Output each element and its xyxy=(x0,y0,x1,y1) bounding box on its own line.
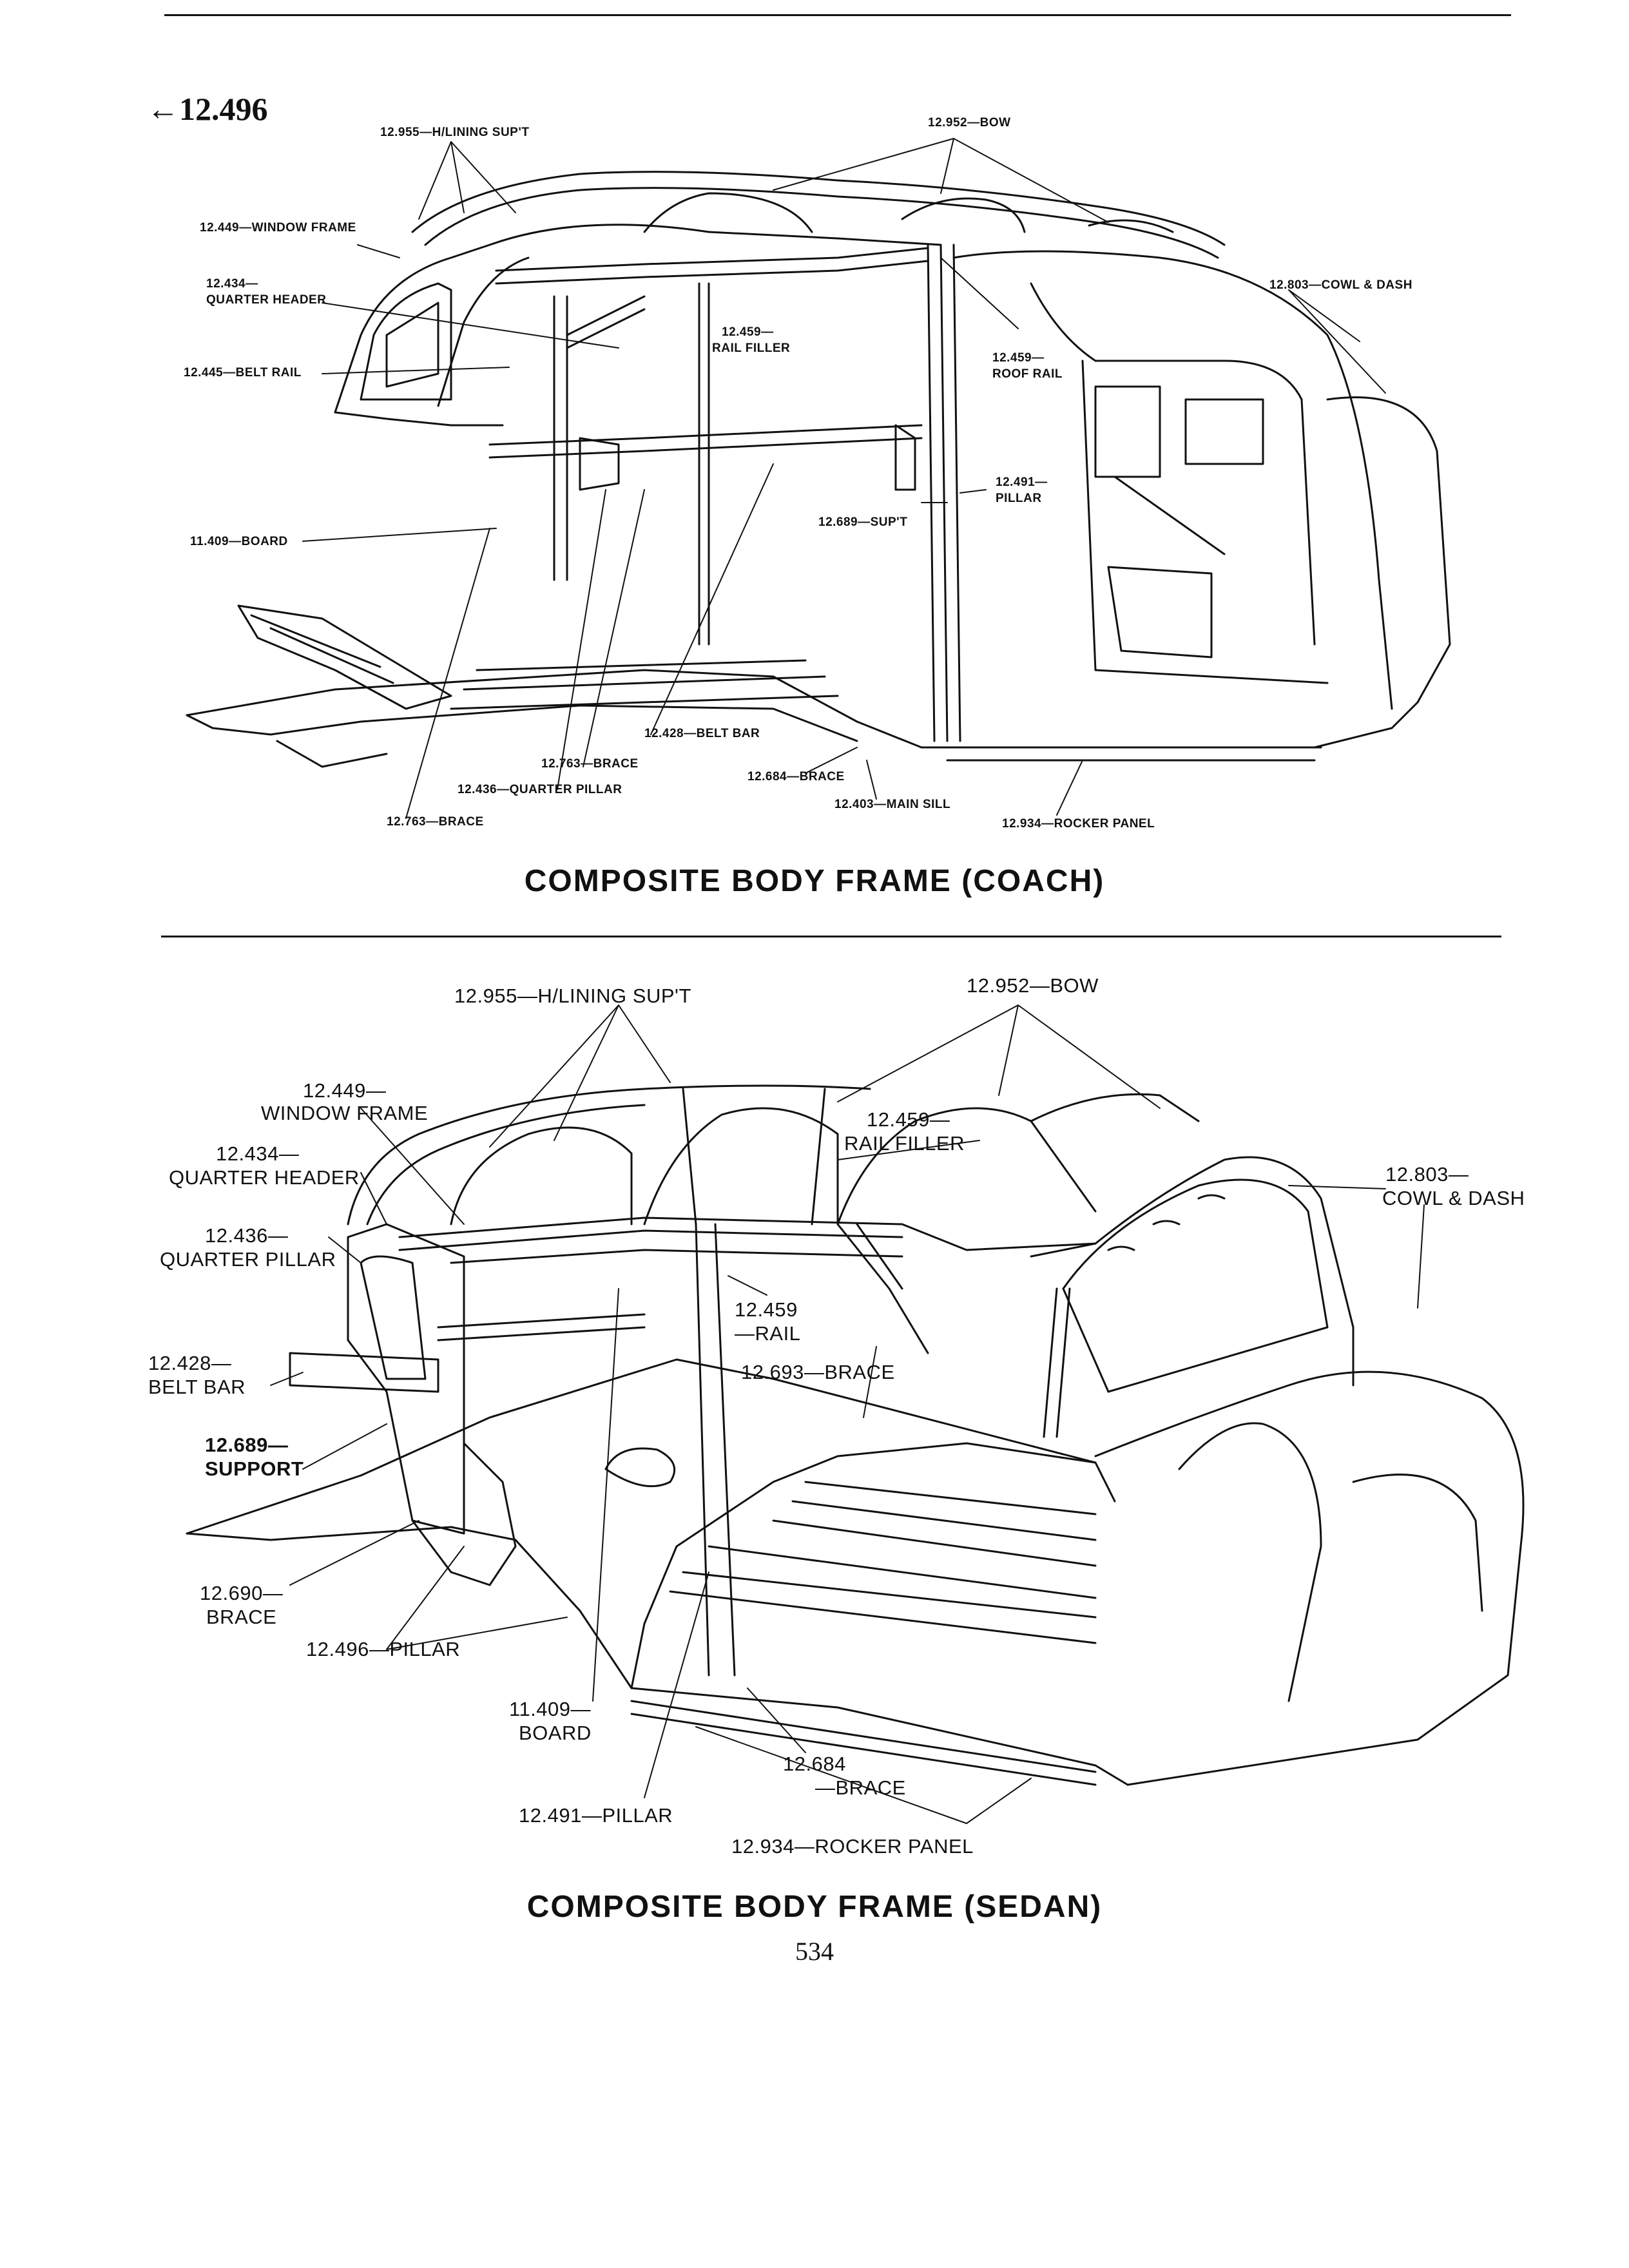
coach-label-belt-bar: 12.428—BELT BAR xyxy=(644,727,760,740)
coach-body-frame-drawing xyxy=(0,0,1629,915)
coach-label-roof-rail: ROOF RAIL xyxy=(992,367,1063,381)
middle-rule xyxy=(161,936,1501,937)
sedan-label-brace-684-number: 12.684 xyxy=(783,1753,846,1775)
sedan-label-support-number: 12.689— xyxy=(205,1434,289,1456)
sedan-label-bow: 12.952—BOW xyxy=(967,974,1099,997)
sedan-label-quarter-pillar-number: 12.436— xyxy=(205,1224,289,1247)
sedan-label-rocker-panel: 12.934—ROCKER PANEL xyxy=(731,1835,974,1858)
sedan-body-frame-drawing xyxy=(0,0,1629,1869)
sedan-label-belt-bar: BELT BAR xyxy=(148,1376,246,1398)
sedan-label-pillar-496: 12.496—PILLAR xyxy=(306,1638,461,1660)
coach-label-brace-684: 12.684—BRACE xyxy=(747,770,845,783)
sedan-label-quarter-header-number: 12.434— xyxy=(216,1142,300,1165)
coach-label-pillar-number: 12.491— xyxy=(996,476,1048,489)
sedan-label-brace-690: BRACE xyxy=(206,1606,277,1628)
sedan-label-quarter-header: QUARTER HEADER xyxy=(169,1166,360,1189)
coach-label-board: 11.409—BOARD xyxy=(190,535,288,548)
top-rule xyxy=(164,14,1511,16)
coach-label-brace-upper: 12.763—BRACE xyxy=(541,757,639,771)
sedan-label-belt-bar-number: 12.428— xyxy=(148,1352,232,1374)
coach-label-bow: 12.952—BOW xyxy=(928,116,1011,130)
page-number: 534 xyxy=(795,1937,834,1966)
sedan-label-pillar-491: 12.491—PILLAR xyxy=(519,1804,673,1827)
coach-label-roof-rail-number: 12.459— xyxy=(992,351,1045,365)
coach-label-quarter-pillar: 12.436—QUARTER PILLAR xyxy=(458,783,622,796)
coach-label-pillar: PILLAR xyxy=(996,492,1042,505)
sedan-label-quarter-pillar: QUARTER PILLAR xyxy=(160,1248,336,1271)
sedan-label-rail-filler: RAIL FILLER xyxy=(844,1132,965,1155)
figure-reference: ←12.496 xyxy=(147,91,268,127)
coach-label-rail-filler-number: 12.459— xyxy=(722,325,774,339)
coach-label-rail-filler: RAIL FILLER xyxy=(712,341,791,355)
coach-label-h-lining-support: 12.955—H/LINING SUP'T xyxy=(380,126,530,139)
sedan-label-rail: —RAIL xyxy=(735,1322,801,1345)
coach-label-belt-rail: 12.445—BELT RAIL xyxy=(184,366,302,380)
sedan-label-support: SUPPORT xyxy=(205,1457,304,1480)
sedan-label-h-lining-support: 12.955—H/LINING SUP'T xyxy=(454,985,691,1007)
coach-label-quarter-header-number: 12.434— xyxy=(206,277,258,291)
sedan-label-brace-693: 12.693—BRACE xyxy=(741,1361,895,1383)
coach-label-support: 12.689—SUP'T xyxy=(818,515,908,529)
sedan-label-cowl-dash-number: 12.803— xyxy=(1385,1163,1469,1186)
sedan-label-board-number: 11.409— xyxy=(509,1698,592,1720)
sedan-caption: COMPOSITE BODY FRAME (SEDAN) xyxy=(526,1890,1103,1924)
coach-label-brace-lower: 12.763—BRACE xyxy=(387,815,484,829)
coach-caption: COMPOSITE BODY FRAME (COACH) xyxy=(524,864,1105,898)
sedan-label-cowl-dash: COWL & DASH xyxy=(1382,1187,1525,1209)
sedan-label-board: BOARD xyxy=(519,1722,592,1744)
coach-label-cowl-dash: 12.803—COWL & DASH xyxy=(1269,278,1412,292)
coach-label-main-sill: 12.403—MAIN SILL xyxy=(834,798,951,811)
sedan-label-window-frame-number: 12.449— xyxy=(303,1079,387,1102)
coach-label-quarter-header: QUARTER HEADER xyxy=(206,293,327,307)
sedan-label-rail-filler-number: 12.459— xyxy=(867,1108,950,1131)
sedan-label-brace-690-number: 12.690— xyxy=(200,1582,284,1604)
sedan-label-brace-684: —BRACE xyxy=(815,1776,906,1799)
coach-label-window-frame: 12.449—WINDOW FRAME xyxy=(200,221,356,235)
sedan-label-window-frame: WINDOW FRAME xyxy=(261,1102,429,1124)
coach-label-rocker-panel: 12.934—ROCKER PANEL xyxy=(1002,817,1155,831)
sedan-label-rail-number: 12.459 xyxy=(735,1298,798,1321)
